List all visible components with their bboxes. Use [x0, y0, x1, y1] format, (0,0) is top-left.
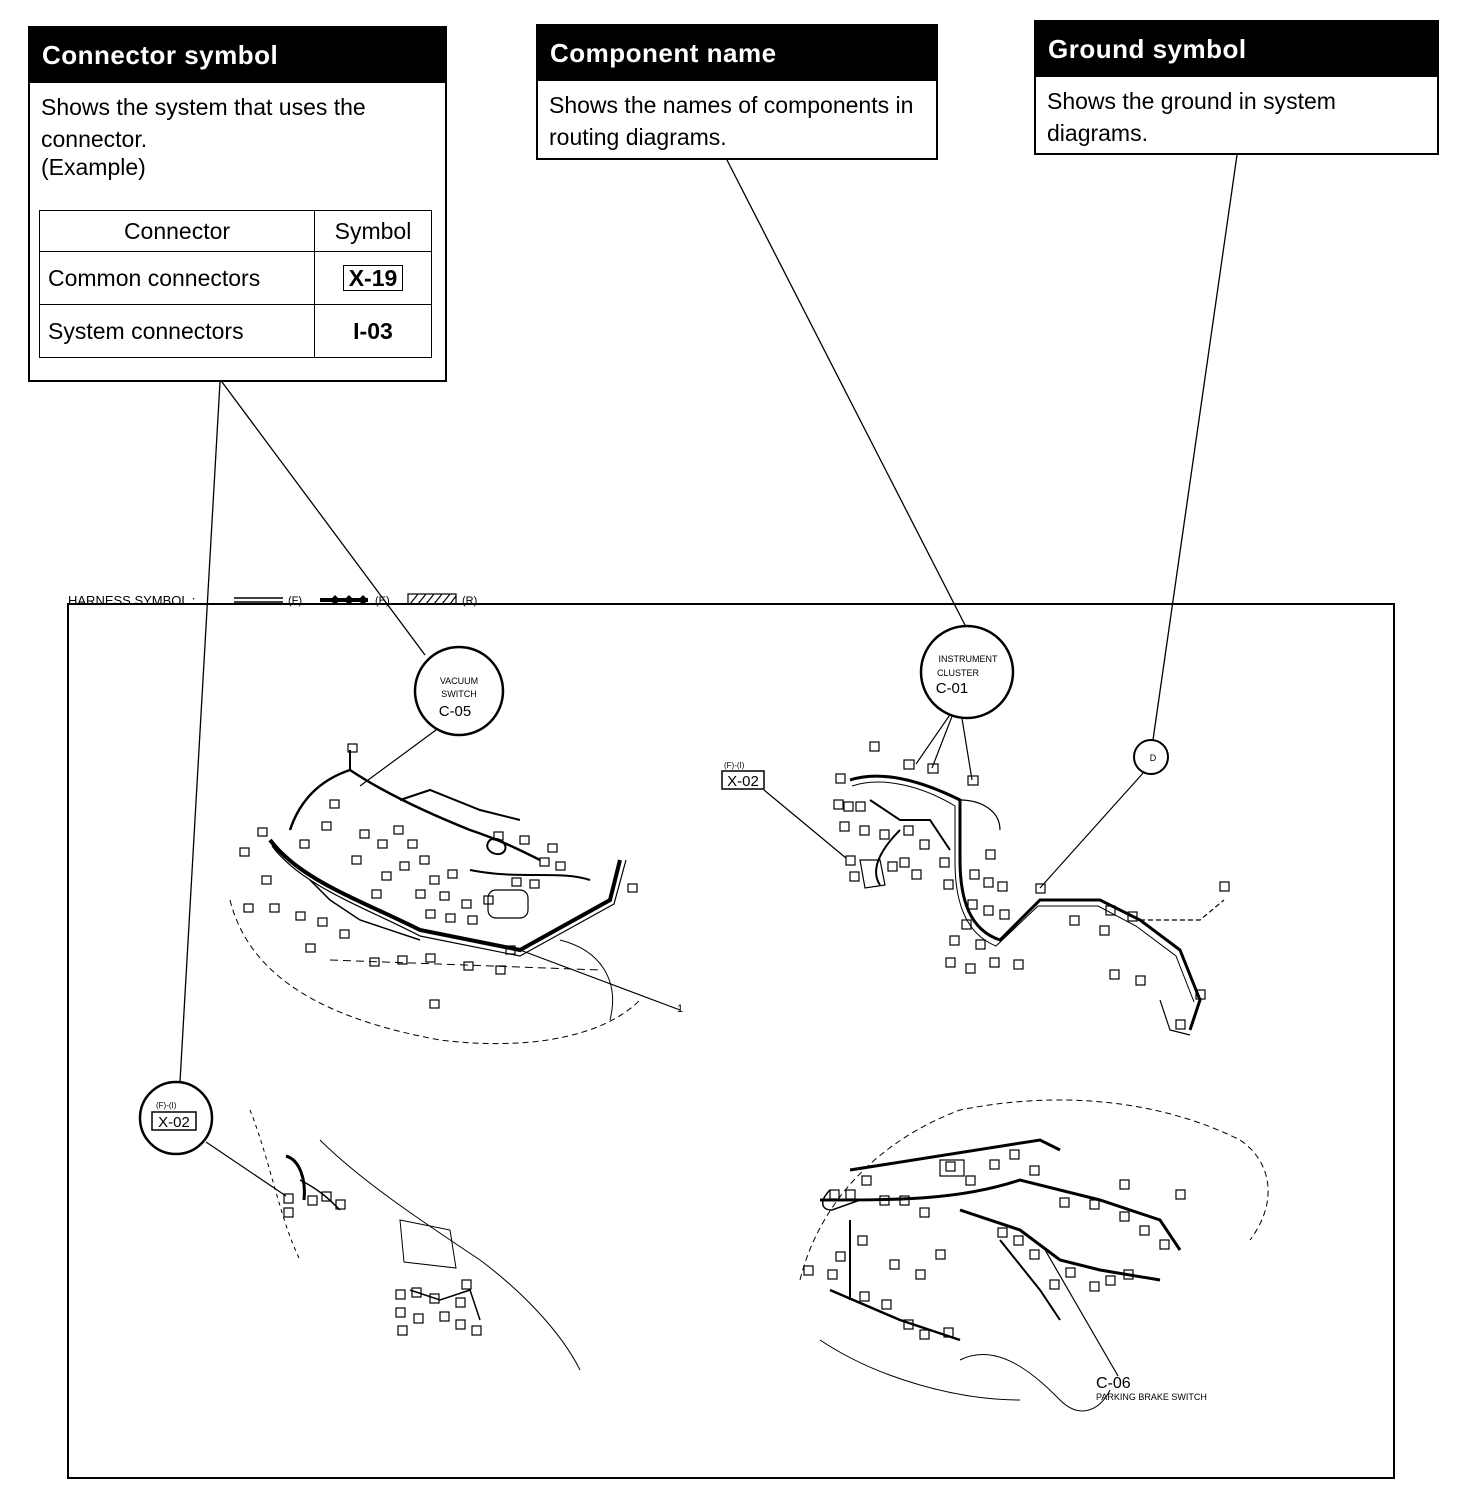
callout-leader-lines: [179, 154, 1238, 1083]
parking-brake-switch-label: C-06 PARKING BRAKE SWITCH: [1096, 1375, 1207, 1402]
ground-symbol-description: Shows the ground in system diagrams.: [1047, 88, 1336, 146]
harness-legend-r: (R): [407, 593, 477, 607]
engine-harness-drawing: [229, 729, 681, 1045]
svg-text:VACUUM: VACUUM: [440, 676, 478, 686]
ground-symbol-marker: D: [1133, 739, 1169, 775]
symbol-i03: I-03: [353, 317, 393, 344]
row-label-common: Common connectors: [39, 251, 315, 305]
svg-text:(F)-(I): (F)-(I): [156, 1101, 177, 1110]
svg-text:CLUSTER: CLUSTER: [937, 668, 980, 678]
connector-symbol-callout: Connector symbol Shows the system that u…: [28, 26, 447, 382]
svg-text:X-02: X-02: [727, 773, 759, 790]
x02-connector-label-top: (F)-(I) X-02: [721, 761, 765, 790]
svg-text:INSTRUMENT: INSTRUMENT: [939, 654, 998, 664]
table-header-connector: Connector: [39, 210, 315, 252]
svg-text:PARKING BRAKE SWITCH: PARKING BRAKE SWITCH: [1096, 1392, 1207, 1402]
svg-text:X-02: X-02: [158, 1114, 190, 1131]
svg-text:(F): (F): [288, 595, 302, 607]
ground-symbol-title: Ground symbol: [1036, 22, 1437, 77]
svg-text:C-01: C-01: [936, 680, 969, 697]
ground-symbol-callout: Ground symbol Shows the ground in system…: [1034, 20, 1439, 155]
example-label: (Example): [41, 154, 146, 180]
table-row: System connectors I-03: [39, 304, 432, 358]
svg-text:(F)-(I): (F)-(I): [724, 761, 745, 770]
svg-text:D: D: [1150, 753, 1157, 763]
vacuum-switch-callout: VACUUM SWITCH C-05: [413, 645, 505, 737]
row-symbol-common: X-19: [314, 251, 432, 305]
x02-connector-callout-bottom: (F)-(I) X-02: [138, 1080, 214, 1156]
component-name-description: Shows the names of components in routing…: [549, 92, 914, 150]
harness-legend-f: (F): [234, 595, 302, 607]
table-row: Common connectors X-19: [39, 251, 432, 305]
dashboard-harness-drawing: [763, 705, 1230, 1036]
table-header-symbol: Symbol: [314, 210, 432, 252]
symbol-x19: X-19: [342, 264, 404, 291]
instrument-cluster-callout: INSTRUMENT CLUSTER C-01: [919, 624, 1015, 720]
svg-text:C-05: C-05: [439, 703, 472, 720]
row-label-system: System connectors: [39, 304, 315, 358]
table-header-row: Connector Symbol: [39, 210, 432, 252]
svg-text:C-06: C-06: [1096, 1375, 1131, 1392]
door-harness-drawing: [205, 1109, 581, 1371]
body-harness-drawing: [799, 1099, 1269, 1412]
diagram-frame: [67, 603, 1395, 1479]
harness-symbol-label: HARNESS SYMBOL :: [68, 593, 195, 608]
component-name-callout: Component name Shows the names of compon…: [536, 24, 938, 160]
connector-example-table: Connector Symbol Common connectors X-19 …: [39, 210, 432, 358]
svg-text:(R): (R): [462, 595, 477, 607]
harness-legend-e: (E): [320, 595, 390, 607]
connector-symbol-title: Connector symbol: [30, 28, 445, 83]
ground-leader-number: 1: [677, 1003, 683, 1015]
connector-symbol-description: Shows the system that uses the connector…: [41, 94, 366, 152]
svg-text:(E): (E): [375, 595, 390, 607]
component-name-title: Component name: [538, 26, 936, 81]
row-symbol-system: I-03: [314, 304, 432, 358]
svg-text:SWITCH: SWITCH: [441, 689, 477, 699]
